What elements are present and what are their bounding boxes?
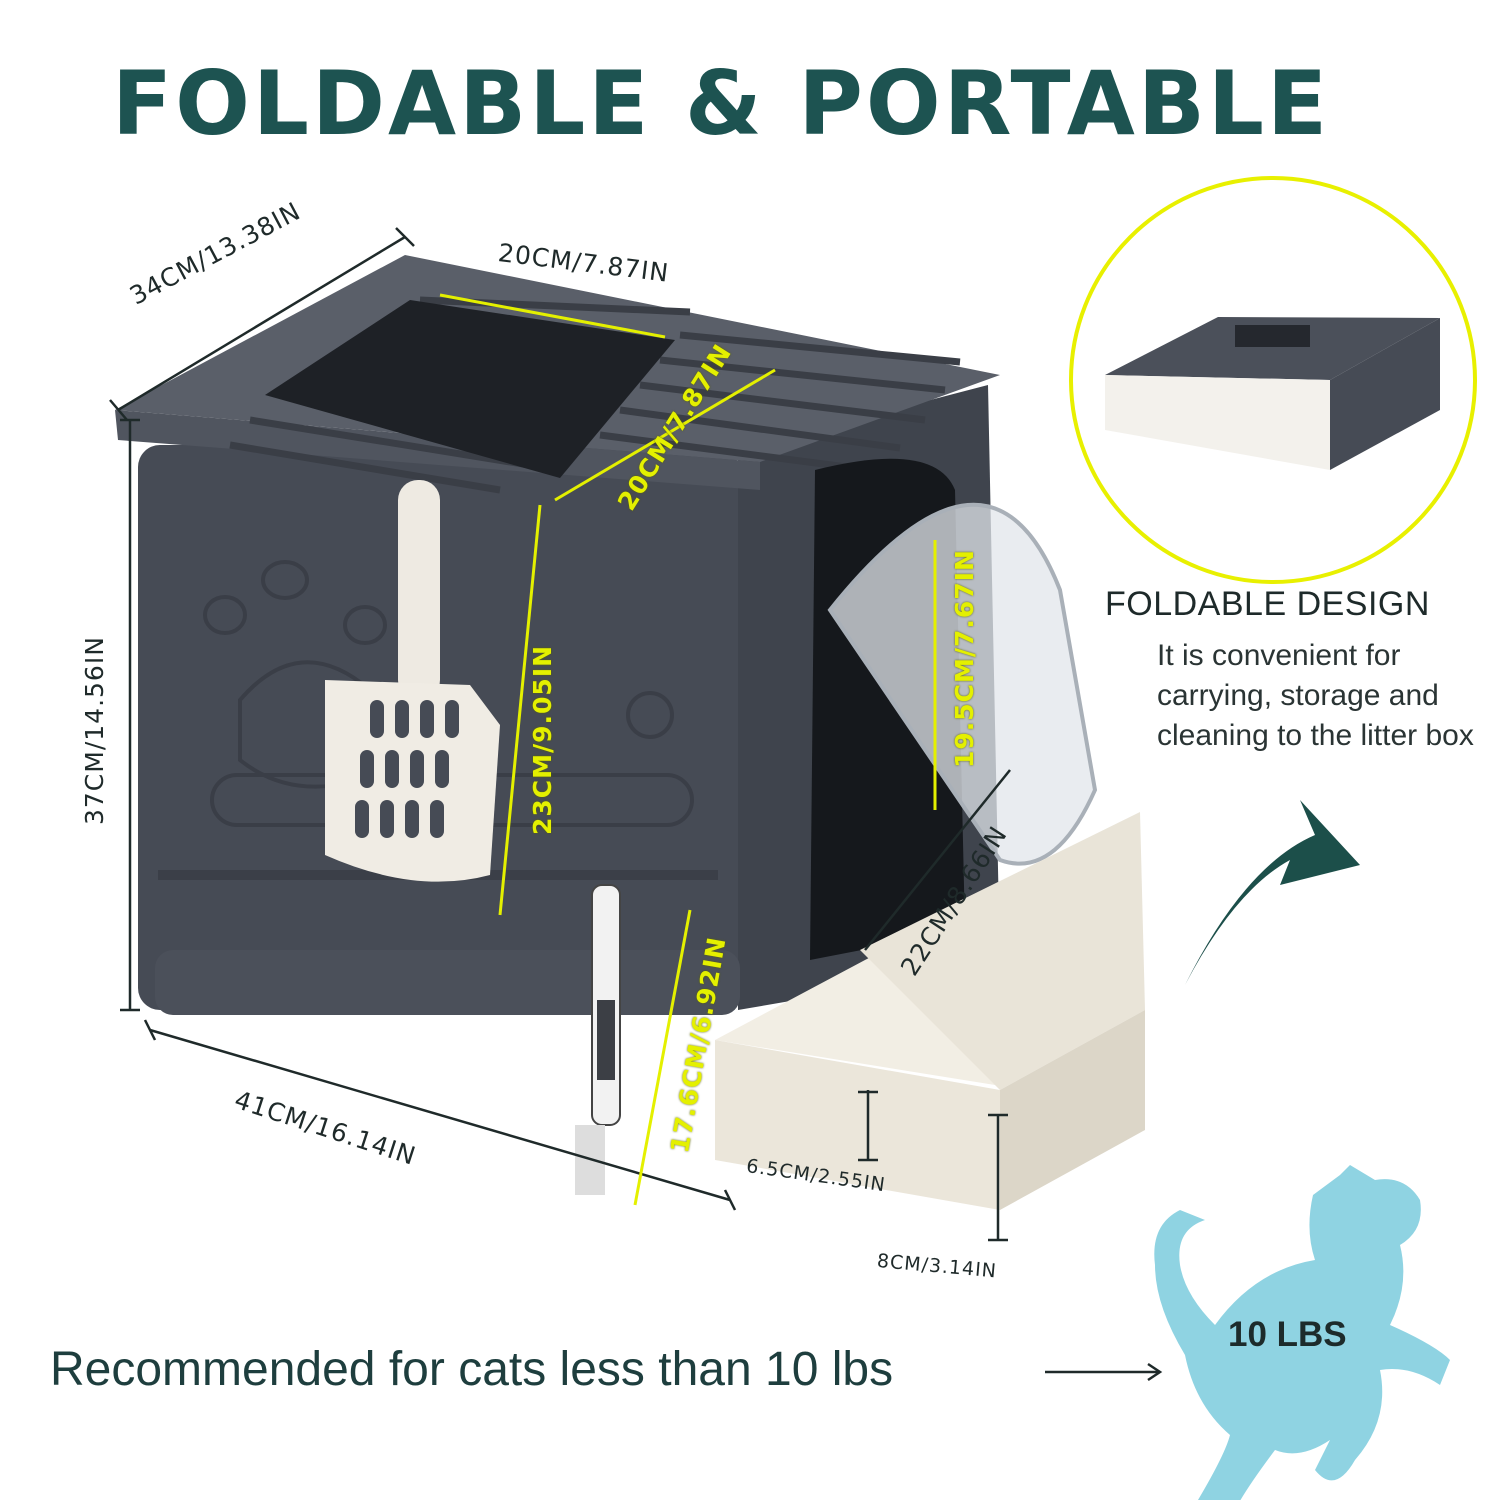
- dimension-door-height: 19.5CM/7.67IN: [950, 549, 979, 768]
- feature-title: FOLDABLE DESIGN: [1105, 585, 1430, 623]
- weight-badge: 10 LBS: [1228, 1315, 1347, 1354]
- brush: [575, 884, 621, 1195]
- scoop: [325, 480, 500, 882]
- recommend-arrow: [1045, 1362, 1163, 1382]
- folded-box: [1105, 317, 1440, 470]
- transparent-flap: [827, 502, 1098, 866]
- curved-arrow-icon: [1185, 800, 1360, 985]
- dimension-lines: [109, 227, 1011, 1242]
- recommendation-text: Recommended for cats less than 10 lbs: [50, 1343, 894, 1396]
- top-opening: [265, 300, 675, 478]
- lid-grid: [229, 296, 961, 494]
- dimension-inner-height: 23CM/9.05IN: [528, 644, 557, 835]
- feature-body: It is convenient for carrying, storage a…: [1157, 639, 1474, 752]
- page-title: FOLDABLE & PORTABLE: [112, 52, 1331, 155]
- dimension-height: 37CM/14.56IN: [80, 636, 109, 825]
- cat-silhouette-icon: [1154, 1165, 1450, 1500]
- litter-tray: [715, 812, 1145, 1210]
- highlight-lines: [439, 293, 937, 1206]
